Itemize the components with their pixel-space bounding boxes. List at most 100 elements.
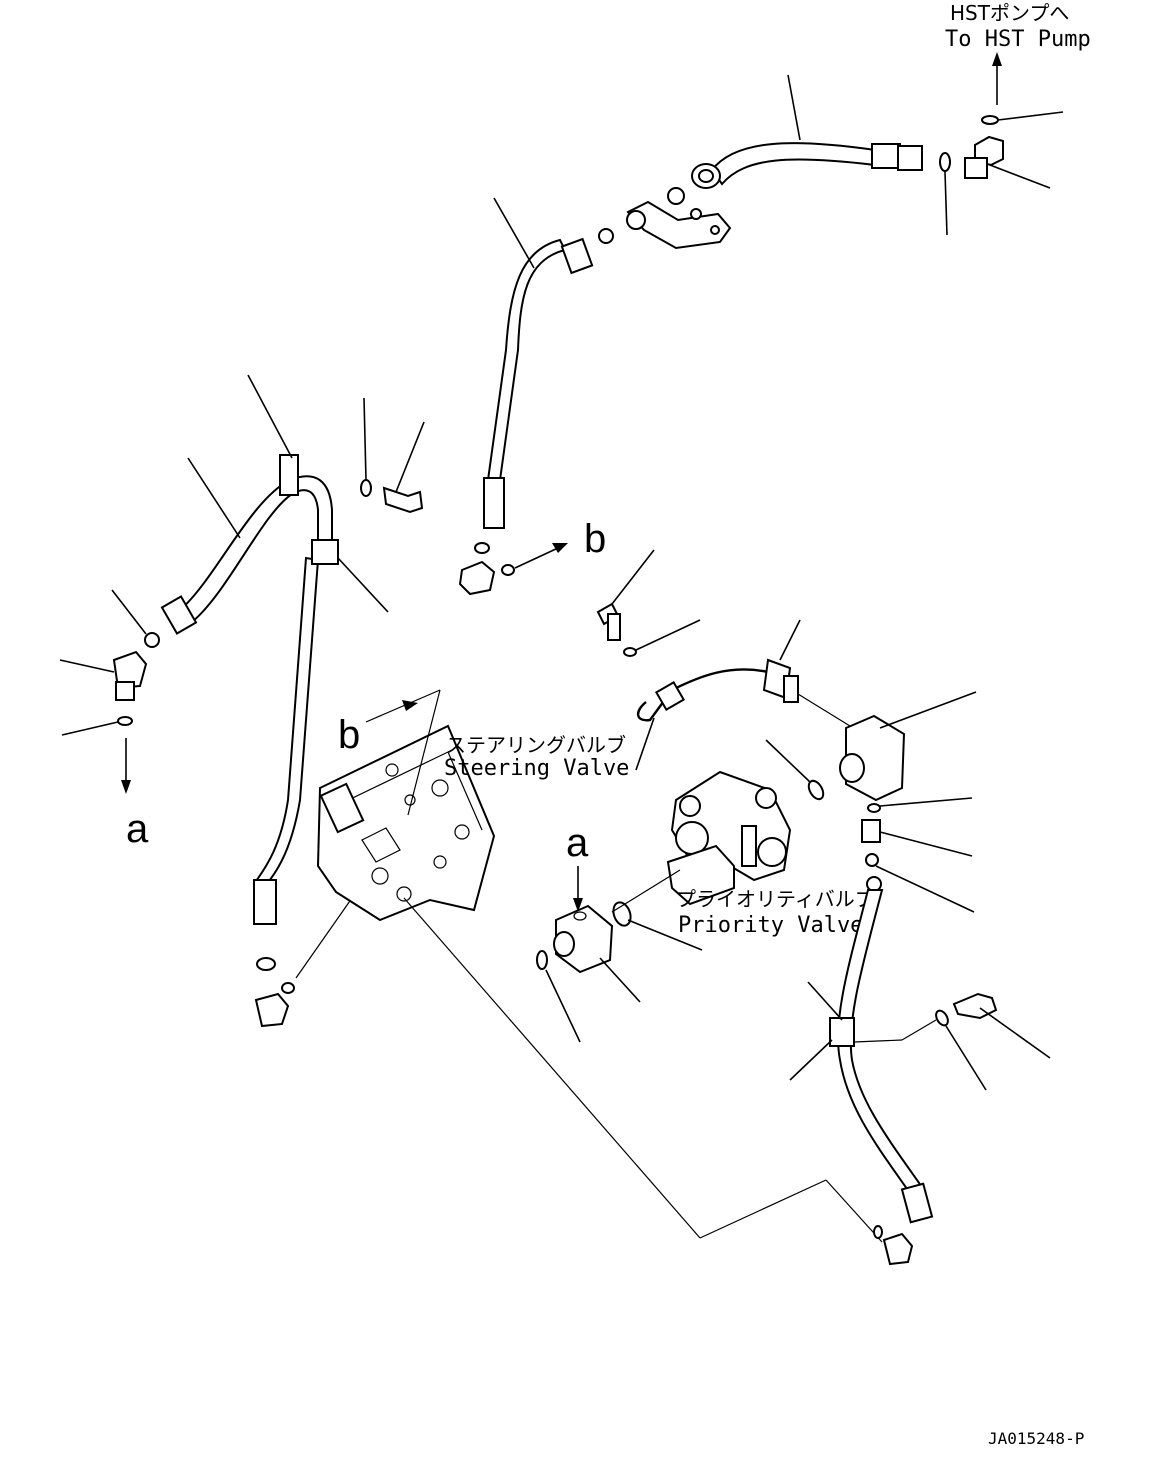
leader-line [599, 957, 641, 1003]
leader-line [945, 1025, 987, 1091]
ref-b-upper: b [584, 517, 606, 561]
leader-line [765, 739, 811, 783]
spool-cap [666, 844, 735, 906]
hose-fitting [160, 595, 198, 635]
leader-line [979, 1007, 1051, 1059]
hose-nut [897, 145, 923, 171]
clamp [279, 454, 299, 496]
drawing-code: JA015248-P [988, 1429, 1084, 1448]
arrow-a-head [573, 898, 583, 912]
hst-pump-callout: HSTポンプへ To HST Pump [945, 1, 1091, 105]
arrow-b-stem [407, 689, 441, 816]
hose-fitting [253, 879, 277, 925]
hose [486, 238, 567, 481]
ref-b-lower: b [338, 713, 360, 757]
elbow-fitting-body [964, 157, 988, 179]
hose-fitting [900, 1182, 934, 1224]
connection-line [853, 1039, 903, 1043]
solenoid [319, 782, 365, 834]
clamp-bolt-group [360, 397, 425, 514]
ref-a-center: a [566, 821, 589, 865]
port-nut [839, 753, 865, 783]
left-hose-end [253, 879, 353, 1028]
arrow-b-line [365, 689, 441, 723]
connection-line [901, 1019, 937, 1041]
elbow-fitting [254, 992, 290, 1028]
connection-line [403, 897, 701, 1239]
hose [252, 556, 320, 892]
arrow-a-head [121, 780, 131, 794]
clamp [829, 1017, 855, 1047]
o-ring [144, 632, 160, 648]
elbow-fitting [458, 560, 496, 596]
port [454, 824, 470, 840]
hose-end-bore [698, 169, 714, 183]
arrow-b-line [514, 547, 559, 569]
steering-valve: b ステアリングバルブ Steering Valve [316, 689, 629, 922]
o-ring [981, 115, 999, 125]
plug [741, 825, 757, 867]
leader-line [545, 969, 581, 1043]
leader-line [61, 721, 119, 736]
leader-line [879, 831, 973, 857]
sensor-tip [783, 675, 799, 703]
o-ring [939, 152, 951, 172]
leader-line [59, 659, 115, 673]
leader-line [247, 374, 293, 459]
port-nut [553, 931, 575, 957]
arrow-b-head [402, 700, 418, 711]
port [396, 886, 412, 902]
priority-valve: プライオリティバルブ Priority Valve [666, 770, 875, 938]
hose-fitting [483, 477, 505, 529]
leader-line [875, 865, 975, 913]
hose [710, 142, 876, 186]
leader-line [611, 549, 655, 605]
o-ring [598, 228, 614, 244]
block-body [555, 904, 614, 974]
leader-line [879, 691, 977, 729]
o-ring [807, 779, 825, 801]
o-ring [117, 716, 133, 726]
arrow-b-head [552, 543, 568, 553]
port [757, 837, 787, 867]
leader-line [779, 619, 801, 661]
leader-line [111, 589, 147, 635]
leader-line [789, 1039, 833, 1081]
steering-valve-label-en: Steering Valve [444, 756, 629, 781]
leader-line [187, 457, 241, 539]
priority-valve-label-en: Priority Valve [678, 913, 863, 938]
port [431, 779, 449, 797]
hst-pump-label-en: To HST Pump [945, 27, 1091, 52]
connection-line [295, 897, 353, 979]
port [755, 787, 777, 809]
hst-pump-arrowhead [992, 52, 1002, 66]
clamp [311, 539, 339, 565]
adapter-block-top [598, 187, 732, 250]
valve-body [316, 724, 496, 922]
leader-line [627, 919, 703, 951]
leader-line [395, 421, 425, 493]
leader-line [337, 557, 389, 613]
port [626, 210, 646, 230]
o-ring [474, 542, 490, 554]
connection-line [611, 869, 681, 913]
connector [654, 680, 686, 712]
o-ring [536, 950, 548, 970]
leader-line [997, 111, 1064, 121]
hose-fitting [560, 237, 594, 275]
leader-line [879, 797, 973, 807]
bolt-head [710, 225, 720, 235]
right-clamp-bolt-group [935, 992, 1051, 1091]
sensor-assembly [596, 549, 851, 771]
valve-edge [335, 751, 483, 831]
flange-block [626, 200, 732, 250]
priority-valve-label-jp: プライオリティバルブ [676, 887, 875, 911]
o-ring [873, 1225, 883, 1239]
leader-line [635, 619, 701, 651]
connection-line [797, 693, 851, 727]
o-ring [867, 803, 881, 813]
o-ring [667, 187, 685, 205]
leader-line [363, 397, 367, 481]
leader-line [787, 74, 801, 141]
o-ring [612, 901, 632, 927]
